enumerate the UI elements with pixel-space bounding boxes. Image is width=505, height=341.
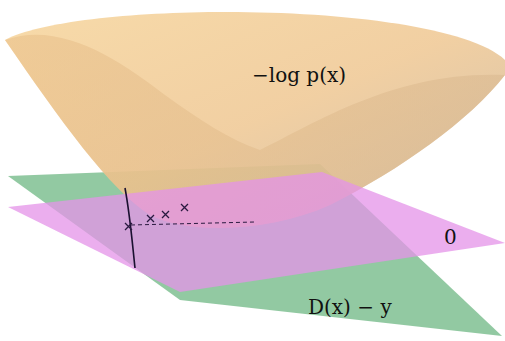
constraint-label: D(x) − y (308, 296, 392, 318)
intersection-curve (125, 188, 135, 268)
zero-plane (8, 172, 505, 292)
plane-label: 0 (444, 226, 457, 248)
surface-label: −log p(x) (252, 64, 346, 86)
iterate-markers (125, 204, 188, 230)
dashed-guide (131, 222, 255, 225)
